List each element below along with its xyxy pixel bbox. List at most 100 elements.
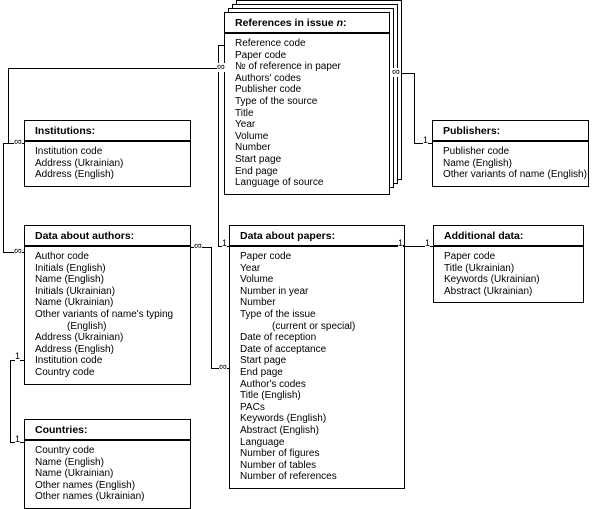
field-row: Name (English) [35, 456, 104, 468]
entity-title-institutions: Institutions: [25, 121, 190, 142]
field-row: Institution code [35, 355, 103, 367]
entity-fields-references: Reference code Paper code № of reference… [225, 34, 389, 194]
field-row: Name (English) [35, 274, 104, 286]
entity-fields-papers: Paper code Year Volume Number in year Nu… [230, 247, 404, 488]
field-row: Initials (Ukrainian) [35, 285, 116, 297]
entity-publishers[interactable]: Publishers: Publisher code Name (English… [432, 120, 589, 187]
cardinality-authors-left-many: ∞ [14, 245, 22, 257]
field-row: Keywords (English) [240, 413, 327, 425]
field-row: Start page [235, 153, 282, 165]
entity-title-authors: Data about authors: [25, 226, 190, 247]
field-row: Name (English) [443, 157, 512, 169]
entity-title-additional: Additional data: [434, 226, 583, 247]
entity-title-references: References in issue n: [225, 13, 389, 34]
entity-title-countries: Countries: [25, 420, 190, 441]
field-row: Author's codes [240, 378, 306, 390]
entity-fields-authors: Author code Initials (English) Name (Eng… [25, 247, 190, 384]
field-row: Address (English) [35, 169, 114, 181]
connector-references-publishers-v [414, 73, 415, 144]
field-row: Type of the source [235, 95, 318, 107]
field-row: Date of acceptance [240, 343, 327, 355]
cardinality-publishers-one: 1 [423, 135, 429, 145]
connector-papers-additional-h [404, 246, 433, 247]
field-row: Abstract (English) [240, 424, 319, 436]
cardinality-references-authors-many: ∞ [217, 61, 225, 73]
field-row: End page [235, 165, 278, 177]
field-row: End page [240, 366, 283, 378]
cardinality-countries-one: 1 [15, 434, 21, 444]
field-row: Number in year [240, 285, 309, 297]
entity-fields-additional: Paper code Title (Ukrainian) Keywords (U… [434, 247, 583, 302]
connector-authors-left-h [3, 252, 24, 253]
field-row: Institution code [35, 146, 103, 157]
cardinality-papers-authors-many: ∞ [219, 361, 227, 373]
field-row: Other variants of name's typing [35, 308, 174, 320]
field-row: Language [240, 436, 285, 448]
field-row: Number of figures [240, 448, 320, 460]
entity-additional-data[interactable]: Additional data: Paper code Title (Ukrai… [433, 225, 584, 304]
field-row: Volume [240, 274, 274, 286]
field-row: Year [235, 119, 256, 131]
connector-institutions-authors-h1 [3, 143, 9, 144]
field-row-continuation: (current or special) [272, 320, 356, 332]
field-row: Address (English) [35, 343, 114, 355]
connector-references-papers-v [218, 45, 219, 247]
entity-fields-countries: Country code Name (English) Name (Ukrain… [25, 441, 190, 508]
field-row: Authors' codes [235, 72, 301, 84]
field-row: Other variants of name (English) [443, 169, 587, 181]
cardinality-papers-left-one: 1 [222, 238, 228, 248]
connector-authors-countries-v [10, 360, 11, 443]
field-row: Language of source [235, 177, 324, 189]
field-row: Year [240, 262, 261, 274]
entity-references-in-issue[interactable]: References in issue n: Reference code Pa… [224, 12, 390, 195]
field-row: Date of reception [240, 332, 317, 344]
field-row: Title [235, 107, 254, 119]
field-row: Initials (English) [35, 262, 106, 274]
field-row: Publisher code [235, 84, 302, 96]
field-row: Country code [35, 366, 95, 378]
connector-references-publishers-h1 [390, 73, 415, 74]
entity-countries[interactable]: Countries: Country code Name (English) N… [24, 419, 191, 509]
field-row: Start page [240, 355, 287, 367]
field-row: Title (Ukrainian) [444, 262, 515, 274]
connector-authors-papers-v [211, 247, 212, 369]
field-row: Publisher code [443, 146, 510, 157]
entity-title-publishers: Publishers: [433, 121, 588, 142]
field-row: Abstract (Ukrainian) [444, 285, 533, 297]
field-row: PACs [240, 401, 265, 413]
field-row: Other names (English) [35, 479, 136, 491]
field-row: Name (Ukrainian) [35, 468, 114, 480]
entity-institutions[interactable]: Institutions: Institution code Address (… [24, 120, 191, 187]
connector-references-left-h [8, 68, 240, 69]
field-row: Other names (Ukrainian) [35, 491, 145, 503]
field-row: Type of the issue [240, 308, 316, 320]
entity-fields-institutions: Institution code Address (Ukrainian) Add… [25, 142, 190, 186]
field-row: Address (Ukrainian) [35, 157, 124, 169]
entity-data-about-authors[interactable]: Data about authors: Author code Initials… [24, 225, 191, 385]
entity-title-papers: Data about papers: [230, 226, 404, 247]
entity-fields-publishers: Publisher code Name (English) Other vari… [433, 142, 588, 186]
field-row: Reference code [235, 38, 306, 49]
field-row-continuation: (English) [67, 320, 107, 332]
field-row: Number of references [240, 471, 337, 483]
field-row: Paper code [444, 251, 496, 262]
cardinality-authors-country-one: 1 [15, 351, 21, 361]
field-row: Number [235, 142, 271, 154]
field-row: Volume [235, 130, 269, 142]
entity-data-about-papers[interactable]: Data about papers: Paper code Year Volum… [229, 225, 405, 489]
field-row: Keywords (Ukrainian) [444, 274, 540, 286]
field-row: Address (Ukrainian) [35, 332, 124, 344]
cardinality-additional-one: 1 [425, 238, 431, 248]
field-row: Paper code [235, 49, 287, 61]
cardinality-references-publishers-many: ∞ [392, 66, 400, 78]
connector-references-left-v [8, 68, 9, 144]
cardinality-institutions-many: ∞ [14, 136, 22, 148]
connector-institutions-authors-v [3, 143, 4, 253]
field-row: Paper code [240, 251, 292, 262]
field-row: Number [240, 297, 276, 309]
field-row: № of reference in paper [235, 61, 341, 73]
field-row: Author code [35, 251, 89, 262]
cardinality-papers-right-one: 1 [398, 238, 404, 248]
field-row: Name (Ukrainian) [35, 297, 114, 309]
